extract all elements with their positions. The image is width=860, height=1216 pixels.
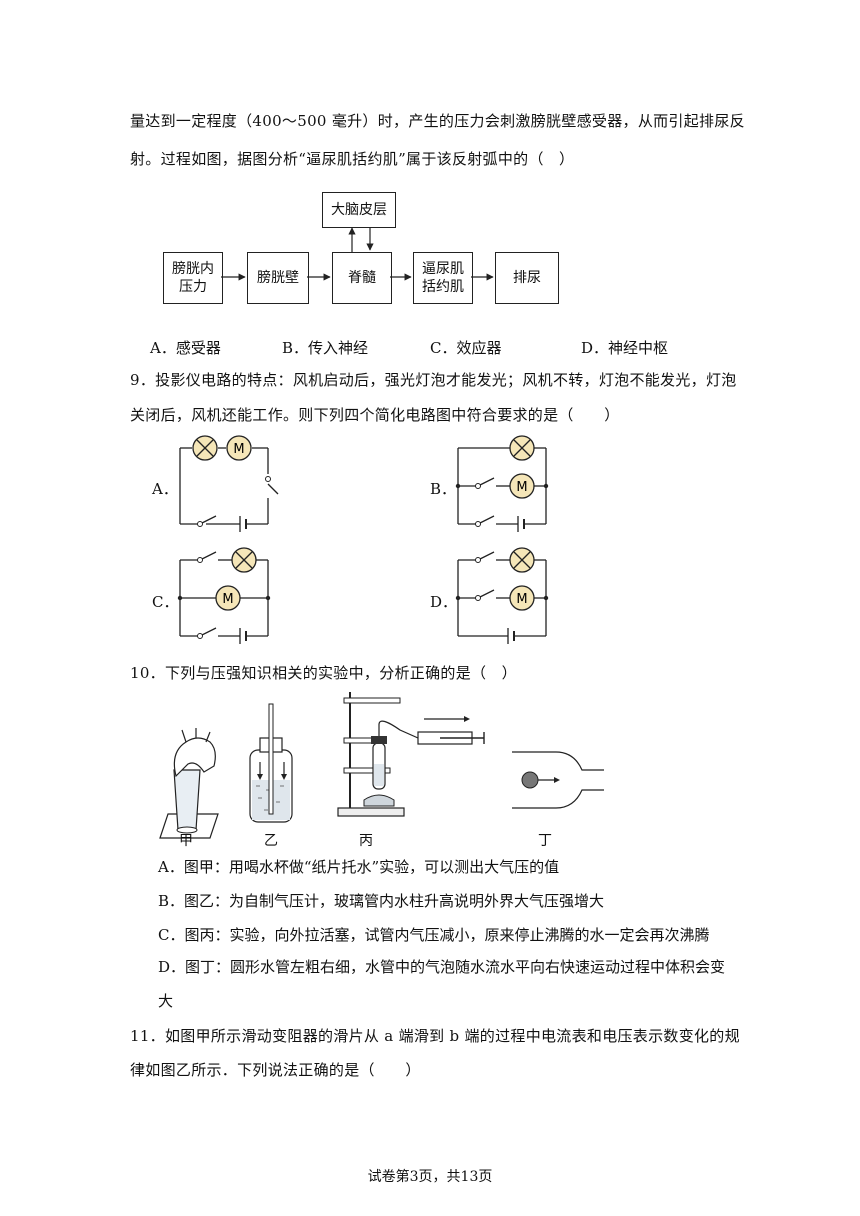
q8-option-d[interactable]: D．神经中枢 [581,339,669,357]
motor-d [509,585,535,611]
flow-box-wall: 膀胱壁 [247,252,309,304]
motor-b [509,473,535,499]
flow-label-pressure-1: 膀胱内 [172,261,214,277]
q11-text-line1: 11．如图甲所示滑动变阻器的滑片从 a 端滑到 b 端的过程中电流表和电压表示数… [130,1027,740,1045]
flow-label-muscle-1: 逼尿肌 [422,261,464,277]
q10-option-b[interactable]: B．图乙：为自制气压计，玻璃管内水柱升高说明外界大气压强增大 [158,892,605,910]
q10-caption-jia: 甲 [179,833,193,849]
motor-a-label: M [233,442,244,457]
q9-label-c[interactable]: C． [152,593,179,611]
q8-option-c[interactable]: C．效应器 [430,339,502,357]
q8-option-a[interactable]: A．感受器 [150,339,221,357]
q8-text-line1: 量达到一定程度（400～500 毫升）时，产生的压力会刺激膀胱壁感受器，从而引起… [130,112,745,130]
flow-box-muscle: 逼尿肌 括约肌 [413,252,473,304]
q10-caption-bing: 丙 [359,833,373,849]
motor-b-label: M [516,480,527,495]
flow-box-cortex: 大脑皮层 [322,192,396,228]
q11-text-line2: 律如图乙所示．下列说法正确的是（ ） [130,1061,421,1079]
flow-label-wall: 膀胱壁 [257,270,299,286]
q10-text: 10．下列与压强知识相关的实验中，分析正确的是（ ） [130,664,517,682]
motor-c [215,585,241,611]
flow-label-pressure-2: 压力 [179,279,207,295]
q8-option-b[interactable]: B．传入神经 [282,339,369,357]
page-footer: 试卷第3页，共13页 [367,1169,493,1185]
motor-a [226,435,252,461]
q10-option-d-cont: 大 [158,992,174,1010]
q10-option-a[interactable]: A．图甲：用喝水杯做“纸片托水”实验，可以测出大气压的值 [158,858,560,876]
q8-text-line2: 射。过程如图，据图分析“逼尿肌括约肌”属于该反射弧中的（ ） [130,150,575,168]
q9-text-line1: 9．投影仪电路的特点：风机启动后，强光灯泡才能发光；风机不转，灯泡不能发光，灯泡 [130,371,737,389]
q9-label-a[interactable]: A． [152,480,178,498]
flow-box-spinal: 脊髓 [332,252,392,304]
flow-label-urinate: 排尿 [513,270,541,286]
motor-d-label: M [516,592,527,607]
flow-box-urinate: 排尿 [495,252,559,304]
q9-label-b[interactable]: B． [430,480,457,498]
q10-caption-yi: 乙 [264,833,278,849]
q10-option-c[interactable]: C．图丙：实验，向外拉活塞，试管内气压减小，原来停止沸腾的水一定会再次沸腾 [158,926,710,944]
q9-label-d[interactable]: D． [430,593,458,611]
q10-option-d[interactable]: D．图丁：圆形水管左粗右细，水管中的气泡随水流水平向右快速运动过程中体积会变 [158,958,726,976]
q9-text-line2: 关闭后，风机还能工作。则下列四个简化电路图中符合要求的是（ ） [130,406,620,424]
flow-label-muscle-2: 括约肌 [422,279,464,295]
motor-c-label: M [222,592,233,607]
q10-caption-ding: 丁 [538,833,552,849]
flow-label-cortex: 大脑皮层 [331,202,387,218]
flow-arrows [221,227,494,281]
flow-label-spinal: 脊髓 [348,270,376,286]
flow-box-pressure: 膀胱内 压力 [163,252,223,304]
